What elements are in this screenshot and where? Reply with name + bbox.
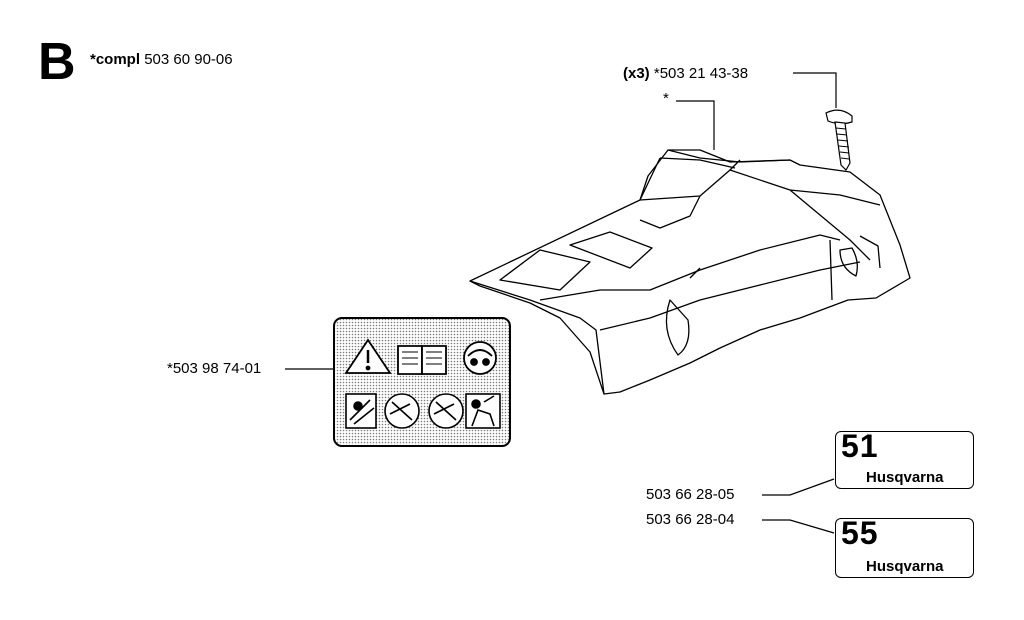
leader-lines bbox=[285, 72, 837, 534]
badge-brand-name: Husqvarna bbox=[866, 469, 944, 486]
cover-leader bbox=[676, 100, 715, 150]
saw-chain-icon bbox=[384, 393, 420, 429]
assembly-label: *compl 503 60 90-06 bbox=[90, 52, 233, 67]
decal-part-number: *503 98 74-01 bbox=[167, 360, 262, 377]
badge-model-number: 51 bbox=[841, 428, 879, 464]
badge-brand-name: Husqvarna bbox=[866, 558, 944, 575]
badge-55-leader bbox=[762, 519, 835, 534]
badge-model-number: 55 bbox=[841, 515, 879, 551]
screw-part-number: *503 21 43-38 bbox=[653, 65, 749, 82]
cover-part-mark: * bbox=[663, 90, 669, 107]
assembly-part-number: 503 60 90-06 bbox=[144, 51, 233, 68]
compl-prefix: *compl bbox=[90, 51, 141, 68]
kickback-icon bbox=[345, 393, 377, 429]
saw-chain-icon bbox=[428, 393, 464, 429]
protective-gear-icon bbox=[463, 341, 497, 375]
badge-51-leader bbox=[762, 478, 835, 496]
screw-callout: (x3) *503 21 43-38 bbox=[623, 66, 748, 81]
screw-leader bbox=[793, 72, 837, 108]
section-letter: B bbox=[38, 33, 76, 91]
manual-book-icon bbox=[397, 345, 447, 375]
screw-quantity: (x3) bbox=[623, 65, 650, 82]
safety-decal bbox=[333, 317, 511, 447]
badge-55-part-number: 503 66 28-04 bbox=[646, 511, 735, 528]
model-badge-55: 55 Husqvarna bbox=[835, 515, 974, 578]
cover-drawing bbox=[469, 149, 911, 395]
warning-triangle-icon bbox=[344, 338, 392, 374]
model-badge-51: 51 Husqvarna bbox=[835, 428, 974, 489]
two-hands-icon bbox=[465, 393, 501, 429]
badge-51-part-number: 503 66 28-05 bbox=[646, 486, 735, 503]
screw-icon bbox=[825, 109, 853, 171]
